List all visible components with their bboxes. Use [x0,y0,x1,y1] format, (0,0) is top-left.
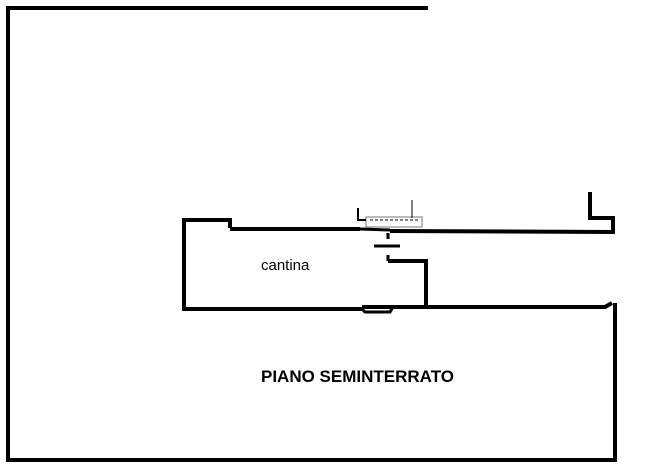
wall-top-segment [359,227,391,232]
corridor-top-wall [389,192,615,235]
cantina-wall [182,218,362,311]
stair-element [357,200,423,228]
door-threshold [360,306,395,314]
outer-boundary-wall [6,6,617,462]
room-label-cantina: cantina [261,257,310,274]
floor-level-title: PIANO SEMINTERRATO [261,367,454,386]
corridor-bottom-wall [426,301,613,309]
cantina-right-wall [362,259,428,309]
